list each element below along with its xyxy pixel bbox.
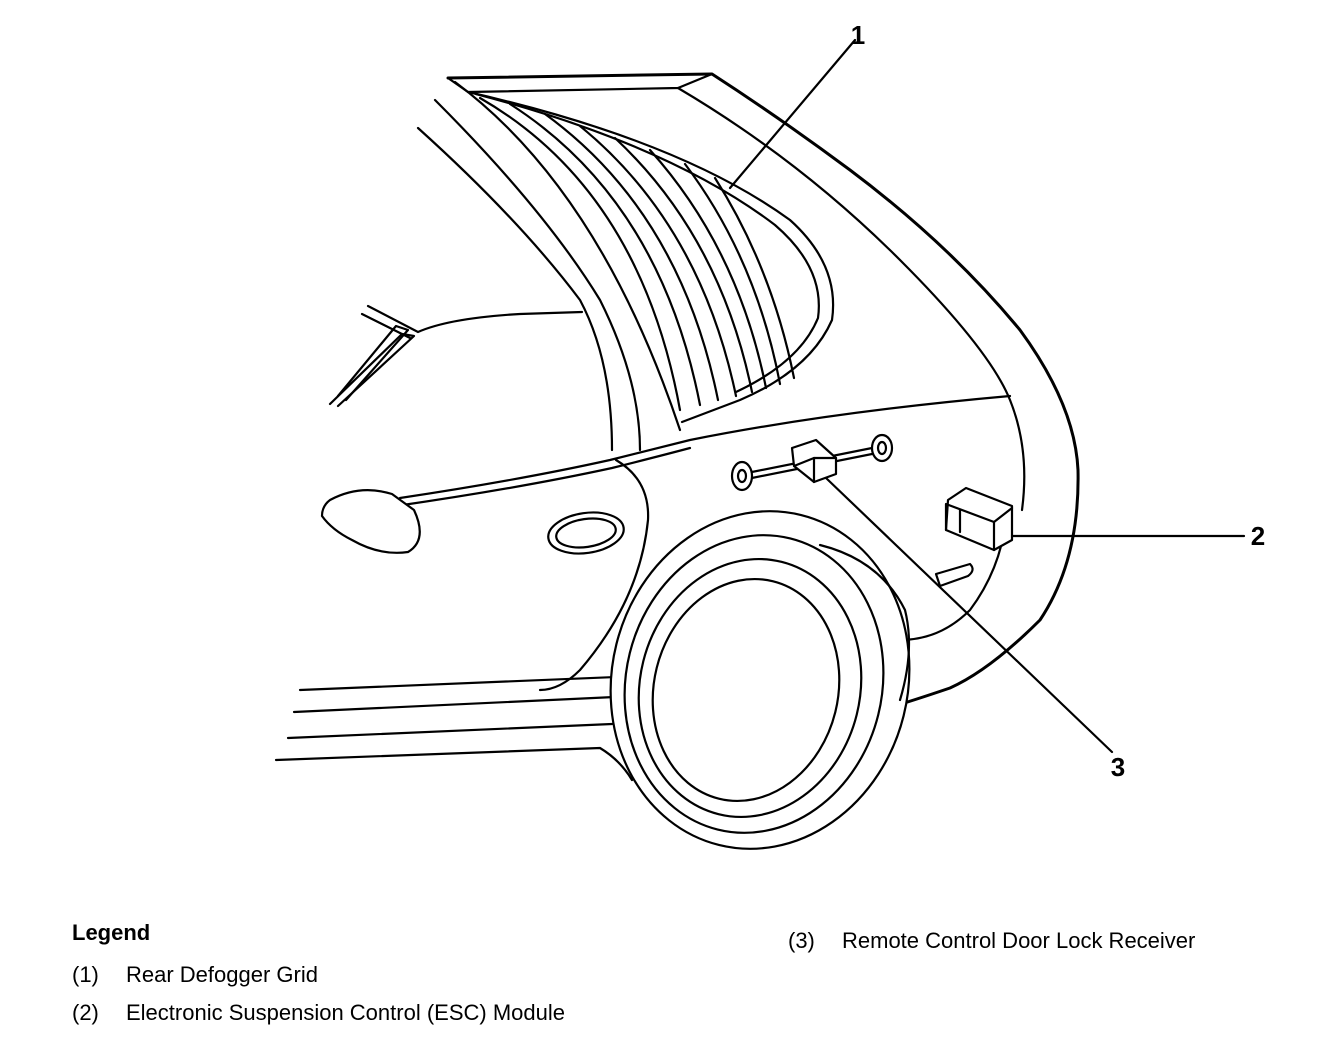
callout-1-label: 1 [851,20,865,50]
sail-panel [416,98,642,452]
legend-item-1: (1) Rear Defogger Grid [72,962,318,988]
callout-leaders [728,38,1246,754]
rear-defogger-grid [478,96,796,412]
legend-item-number: (3) [788,928,815,953]
rear-wheel [609,510,911,850]
callout-3-label: 3 [1111,752,1125,782]
side-mirror [320,489,421,554]
legend-item-label: Remote Control Door Lock Receiver [842,928,1196,953]
rocker-panel [274,674,642,782]
esc-module [944,486,1014,552]
legend-item-label: Rear Defogger Grid [126,962,318,987]
callout-2-label: 2 [1251,521,1265,551]
legend-title: Legend [72,920,151,945]
legend-item-2: (2) Electronic Suspension Control (ESC) M… [72,1000,565,1026]
rear-window [453,80,835,432]
legend-item-number: (2) [72,1000,99,1025]
legend-item-3: (3) Remote Control Door Lock Receiver [788,928,1195,954]
fuel-door [547,511,625,555]
legend-item-label: Electronic Suspension Control (ESC) Modu… [126,1000,565,1025]
remote-door-lock-receiver [730,433,894,492]
legend-item-number: (1) [72,962,99,987]
door-and-side-glass [328,304,1012,692]
